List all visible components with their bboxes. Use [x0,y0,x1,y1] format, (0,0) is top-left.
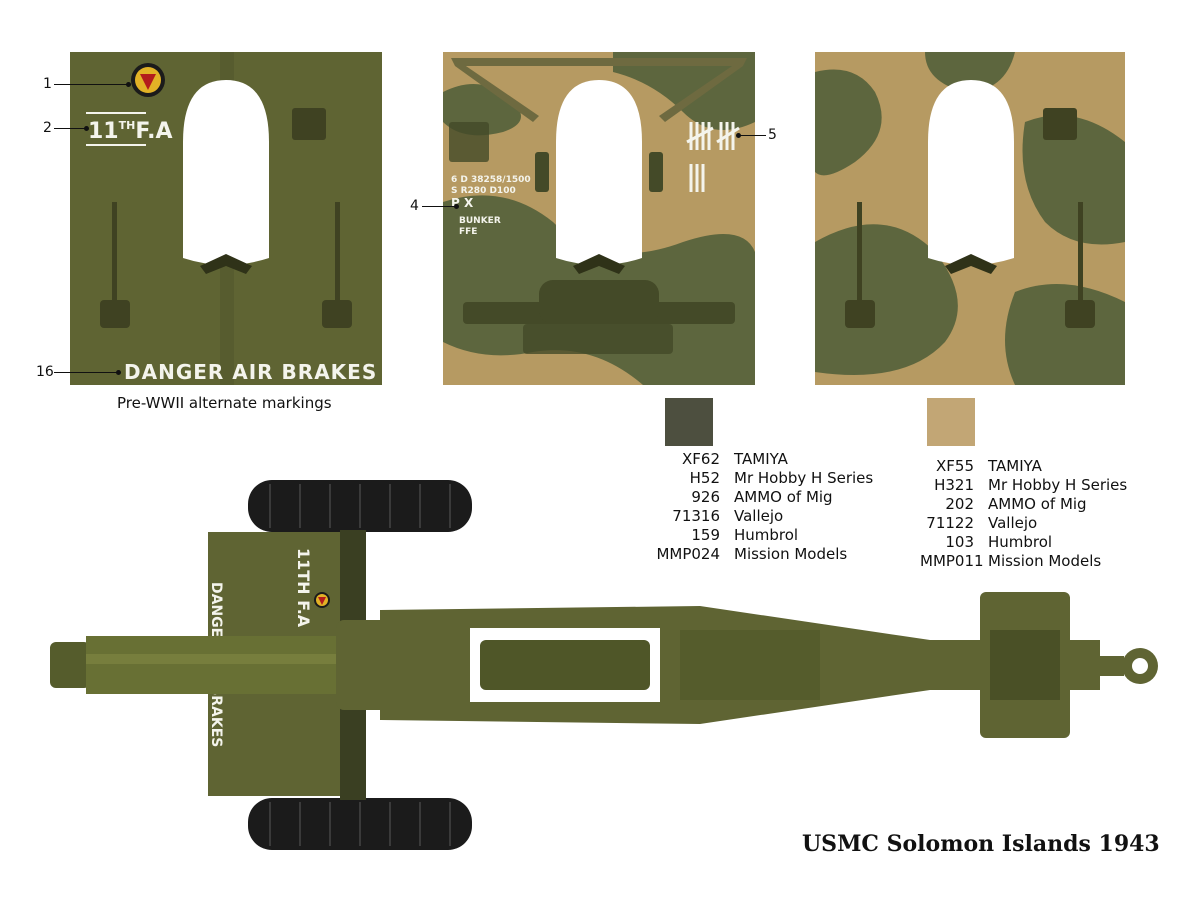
shield-panel-camo-front [815,52,1125,385]
paint-name: Mission Models [734,545,848,563]
paint-code: 159 [691,526,720,544]
shield-camo-rear-drawing: 6 D 38258/1500 S R280 D100 P X BUNKER FF… [443,52,755,385]
stencil-line-5: FFE [459,227,477,237]
callout-2: 2 [43,120,52,136]
tally-marks [686,122,740,192]
callout-16: 16 [36,364,54,380]
paint-name: TAMIYA [988,457,1042,475]
howitzer-top-view: DANGER AIR BRAKES 11TH F.A [40,470,1170,860]
tan-paint-row: H321 Mr Hobby H Series [920,476,1127,495]
paint-code: 926 [691,488,720,506]
callout-1: 1 [43,76,52,92]
paint-code: H321 [934,476,974,494]
paint-code: XF55 [936,457,974,475]
paint-name: Vallejo [988,514,1038,532]
stencil-line-2: S R280 D100 [451,186,516,196]
stencil-line-4: BUNKER [459,216,501,226]
callout-2-dot [84,126,89,131]
callout-4-dot [454,204,459,209]
paint-code: 103 [945,533,974,551]
stencil-line-1: 6 D 38258/1500 [451,175,531,185]
paint-code: H52 [689,469,720,487]
paint-code: MMP011 [920,552,984,570]
tan-paint-row: XF55 TAMIYA [920,457,1127,476]
tan-paint-row: 103 Humbrol [920,533,1127,552]
scheme-title: USMC Solomon Islands 1943 [802,831,1160,857]
callout-4-leader [422,206,456,207]
olive-paint-list: XF62 TAMIYA H52 Mr Hobby H Series 926 AMMO … [656,450,873,564]
paint-name: TAMIYA [734,450,788,468]
tan-paint-row: 202 AMMO of Mig [920,495,1127,514]
olive-paint-row: MMP024 Mission Models [656,545,873,564]
olive-swatch [665,398,713,446]
paint-name: Vallejo [734,507,784,525]
paint-code: MMP024 [656,545,720,563]
tan-paint-list: XF55 TAMIYA H321 Mr Hobby H Series 202 AMMO… [920,457,1127,571]
callout-1-dot [126,82,131,87]
paint-code: XF62 [682,450,720,468]
callout-5-leader [738,135,766,136]
olive-paint-row: XF62 TAMIYA [656,450,873,469]
paint-name: Mr Hobby H Series [988,476,1128,494]
olive-paint-row: 926 AMMO of Mig [656,488,873,507]
olive-paint-row: 159 Humbrol [656,526,873,545]
callout-4: 4 [410,198,419,214]
prewar-caption: Pre-WWII alternate markings [117,394,332,412]
paint-name: Humbrol [734,526,799,544]
shield-panel-prewar: 11THF.A DANGER AIR BRAKES [70,52,382,385]
paint-name: AMMO of Mig [734,488,833,506]
shield-panel-camo-rear: 6 D 38258/1500 S R280 D100 P X BUNKER FF… [443,52,755,385]
paint-name: AMMO of Mig [988,495,1087,513]
paint-code: 202 [945,495,974,513]
paint-name: Mr Hobby H Series [734,469,874,487]
callout-5-dot [736,133,741,138]
callout-1-leader [54,84,128,85]
shield-prewar-drawing: 11THF.A DANGER AIR BRAKES [70,52,382,385]
tan-paint-row: 71122 Vallejo [920,514,1127,533]
paint-code: 71316 [672,507,720,525]
callout-16-leader [54,372,118,373]
paint-name: Humbrol [988,533,1053,551]
paint-code: 71122 [926,514,974,532]
olive-paint-row: 71316 Vallejo [656,507,873,526]
callout-2-leader [54,128,86,129]
howitzer-top-drawing: DANGER AIR BRAKES 11TH F.A [50,480,1158,850]
shield-camo-front-drawing [815,52,1125,385]
callout-16-dot [116,370,121,375]
olive-paint-row: H52 Mr Hobby H Series [656,469,874,488]
callout-5: 5 [768,127,777,143]
topview-shield-marking: 11TH F.A [294,548,313,628]
brake-marking-prewar: DANGER AIR BRAKES [124,360,377,384]
tan-swatch [927,398,975,446]
paint-name: Mission Models [988,552,1102,570]
